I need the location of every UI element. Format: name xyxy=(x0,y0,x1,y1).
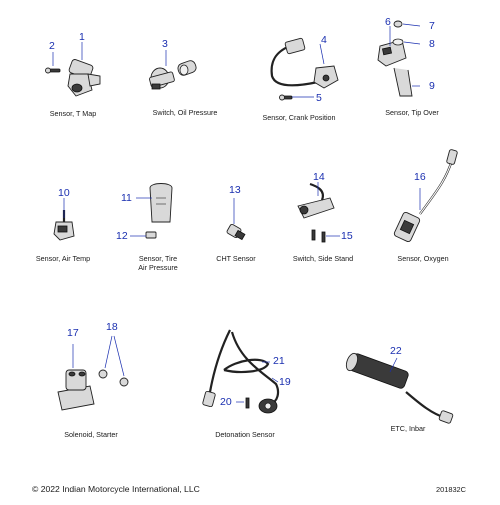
caption-cht-sensor: CHT Sensor xyxy=(216,254,256,263)
callout-14: 14 xyxy=(313,171,325,183)
callout-18: 18 xyxy=(106,321,118,333)
caption-oil-pressure-switch: Switch, Oil Pressure xyxy=(152,108,218,117)
caption-tire-pressure-sensor: Sensor, Tire Air Pressure xyxy=(138,254,178,272)
callout-22: 22 xyxy=(390,345,402,357)
caption-crank-position-sensor: Sensor, Crank Position xyxy=(262,113,336,122)
callout-3: 3 xyxy=(162,38,168,50)
callout-5: 5 xyxy=(316,92,322,104)
callout-8: 8 xyxy=(429,38,435,50)
starter-solenoid-drawing xyxy=(57,335,129,411)
callout-20: 20 xyxy=(220,396,232,408)
callout-15: 15 xyxy=(341,230,353,242)
callout-16: 16 xyxy=(414,171,426,183)
detonation-sensor-drawing xyxy=(202,329,280,414)
oil-pressure-switch-drawing xyxy=(149,50,197,90)
callout-10: 10 xyxy=(58,187,70,199)
caption-tip-over-sensor: Sensor, Tip Over xyxy=(385,108,439,117)
t-map-sensor-drawing xyxy=(45,42,101,97)
callout-9: 9 xyxy=(429,80,435,92)
callout-13: 13 xyxy=(229,184,241,196)
tip-over-sensor-drawing xyxy=(377,20,421,97)
caption-starter-solenoid: Solenoid, Starter xyxy=(64,430,118,439)
caption-etc-inbar: ETC, Inbar xyxy=(390,424,426,433)
caption-oxygen-sensor: Sensor, Oxygen xyxy=(397,254,449,263)
callout-7: 7 xyxy=(429,20,435,32)
diagram-code: 201832C xyxy=(436,485,466,494)
crank-position-sensor-drawing xyxy=(270,37,339,101)
callout-17: 17 xyxy=(67,327,79,339)
side-stand-switch-drawing xyxy=(297,182,340,243)
callout-1: 1 xyxy=(79,31,85,43)
copyright-notice: © 2022 Indian Motorcycle International, … xyxy=(32,484,200,494)
etc-inbar-drawing xyxy=(345,352,454,424)
callout-4: 4 xyxy=(321,34,327,46)
callout-19: 19 xyxy=(279,376,291,388)
callout-2: 2 xyxy=(49,40,55,52)
tire-pressure-sensor-drawing xyxy=(130,183,173,239)
caption-detonation-sensor: Detonation Sensor xyxy=(215,430,275,439)
oxygen-sensor-drawing xyxy=(393,149,458,243)
callout-12: 12 xyxy=(116,230,128,242)
callout-6: 6 xyxy=(385,16,391,28)
caption-side-stand-switch: Switch, Side Stand xyxy=(292,254,354,263)
cht-sensor-drawing xyxy=(226,198,246,241)
callout-21: 21 xyxy=(273,355,285,367)
caption-t-map-sensor: Sensor, T Map xyxy=(49,109,97,118)
air-temp-sensor-drawing xyxy=(53,198,75,241)
callout-11: 11 xyxy=(121,192,132,204)
caption-air-temp-sensor: Sensor, Air Temp xyxy=(35,254,91,263)
